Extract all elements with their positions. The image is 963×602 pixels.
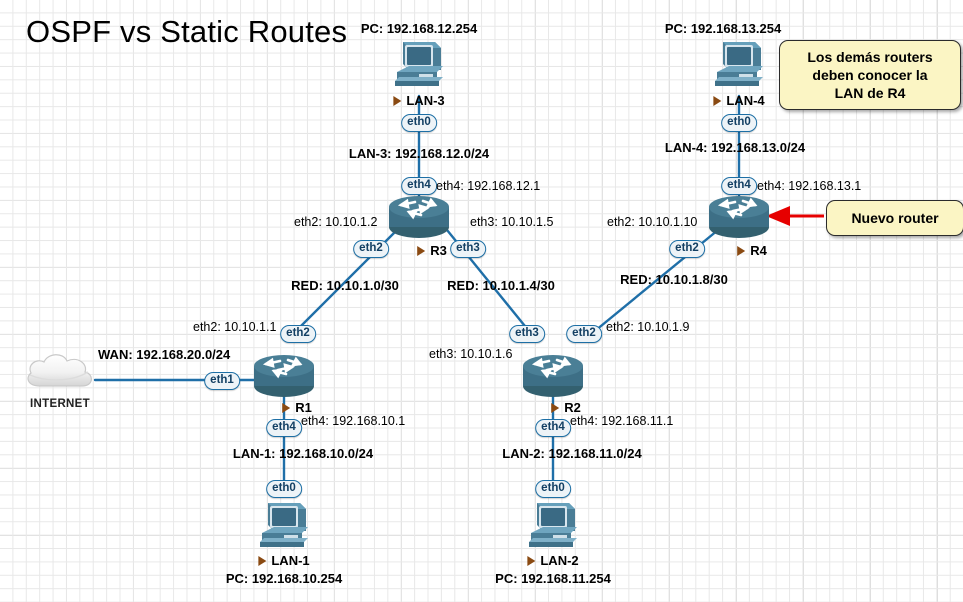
router-icon: [389, 196, 449, 238]
port-lan4-eth0[interactable]: eth0: [721, 114, 757, 132]
port-lan3-eth0[interactable]: eth0: [401, 114, 437, 132]
host-lan1-ip: PC: 192.168.10.254: [225, 571, 343, 586]
iface-ip-r1-eth2: eth2: 10.10.1.1: [193, 320, 277, 334]
router-r1[interactable]: [248, 352, 320, 405]
port-r2-eth4[interactable]: eth4: [535, 419, 571, 437]
new-router-arrow: [766, 206, 824, 226]
iface-ip-r3-eth3: eth3: 10.10.1.5: [470, 215, 554, 229]
port-r1-eth2[interactable]: eth2: [280, 325, 316, 343]
play-triangle-icon: [737, 245, 746, 256]
pc-icon: [715, 42, 763, 86]
network-label-red3: RED: 10.10.1.8/30: [620, 272, 728, 287]
host-lan3-ip: PC: 192.168.12.254: [360, 21, 478, 36]
port-r2-eth3[interactable]: eth3: [509, 325, 545, 343]
port-r3-eth2[interactable]: eth2: [353, 240, 389, 258]
internet-label: INTERNET: [30, 398, 90, 410]
iface-ip-r2-eth3: eth3: 10.10.1.6: [429, 347, 513, 361]
network-label-lan2: LAN-2: 192.168.11.0/24: [502, 446, 642, 461]
port-r1-eth1[interactable]: eth1: [204, 372, 240, 390]
play-triangle-icon: [713, 95, 722, 106]
network-label-lan1: LAN-1: 192.168.10.0/24: [232, 446, 374, 461]
host-lan2-name: LAN-2: [527, 553, 579, 568]
host-lan2-ip: PC: 192.168.11.254: [495, 571, 611, 586]
router-icon: [523, 355, 583, 397]
pc-icon: [395, 42, 443, 86]
port-lan1-eth0[interactable]: eth0: [266, 480, 302, 498]
play-triangle-icon: [393, 95, 402, 106]
pc-icon: [260, 503, 308, 547]
iface-ip-r2-eth2: eth2: 10.10.1.9: [606, 320, 690, 334]
iface-ip-r3-eth2: eth2: 10.10.1.2: [294, 215, 378, 229]
port-r1-eth4[interactable]: eth4: [266, 419, 302, 437]
iface-ip-r4-eth4: eth4: 192.168.13.1: [757, 179, 862, 193]
router-icon: [709, 196, 769, 238]
pc-icon: [529, 503, 577, 547]
internet-cloud[interactable]: [22, 348, 100, 401]
port-r3-eth3[interactable]: eth3: [450, 240, 486, 258]
port-r4-eth2[interactable]: eth2: [669, 240, 705, 258]
play-triangle-icon: [417, 245, 426, 256]
router-r3-name: R3: [417, 243, 447, 258]
port-r3-eth4[interactable]: eth4: [401, 177, 437, 195]
network-label-lan3: LAN-3: 192.168.12.0/24: [348, 146, 490, 161]
cloud-icon: [27, 354, 92, 387]
host-lan3[interactable]: [391, 36, 449, 99]
router-icon: [254, 355, 314, 397]
router-r4[interactable]: [703, 193, 775, 246]
router-r3[interactable]: [383, 193, 455, 246]
play-triangle-icon: [258, 555, 267, 566]
router-r4-name: R4: [737, 243, 767, 258]
page-title: OSPF vs Static Routes: [26, 14, 348, 49]
callout-new-router[interactable]: Nuevo router: [826, 200, 963, 236]
play-triangle-icon: [282, 402, 291, 413]
network-label-lan4: LAN-4: 192.168.13.0/24: [664, 140, 806, 155]
host-lan2[interactable]: [525, 497, 583, 560]
network-label-red2: RED: 10.10.1.4/30: [447, 278, 555, 293]
host-lan3-name: LAN-3: [393, 93, 445, 108]
router-r1-name: R1: [282, 400, 312, 415]
port-r4-eth4[interactable]: eth4: [721, 177, 757, 195]
port-lan2-eth0[interactable]: eth0: [535, 480, 571, 498]
iface-ip-r4-eth2: eth2: 10.10.1.10: [607, 215, 698, 229]
host-lan4[interactable]: [711, 36, 769, 99]
iface-ip-r1-eth4: eth4: 192.168.10.1: [301, 414, 406, 428]
play-triangle-icon: [551, 402, 560, 413]
iface-ip-r3-eth4: eth4: 192.168.12.1: [436, 179, 541, 193]
iface-ip-r2-eth4: eth4: 192.168.11.1: [570, 414, 674, 428]
router-r2-name: R2: [551, 400, 581, 415]
host-lan1-name: LAN-1: [258, 553, 310, 568]
host-lan4-name: LAN-4: [713, 93, 765, 108]
router-r2[interactable]: [517, 352, 589, 405]
host-lan4-ip: PC: 192.168.13.254: [664, 21, 782, 36]
host-lan1[interactable]: [256, 497, 314, 560]
play-triangle-icon: [527, 555, 536, 566]
network-label-red1: RED: 10.10.1.0/30: [291, 278, 399, 293]
port-r2-eth2[interactable]: eth2: [566, 325, 602, 343]
network-label-wan: WAN: 192.168.20.0/24: [98, 347, 231, 362]
callout-r4-lan-note[interactable]: Los demás routers deben conocer la LAN d…: [779, 40, 961, 110]
